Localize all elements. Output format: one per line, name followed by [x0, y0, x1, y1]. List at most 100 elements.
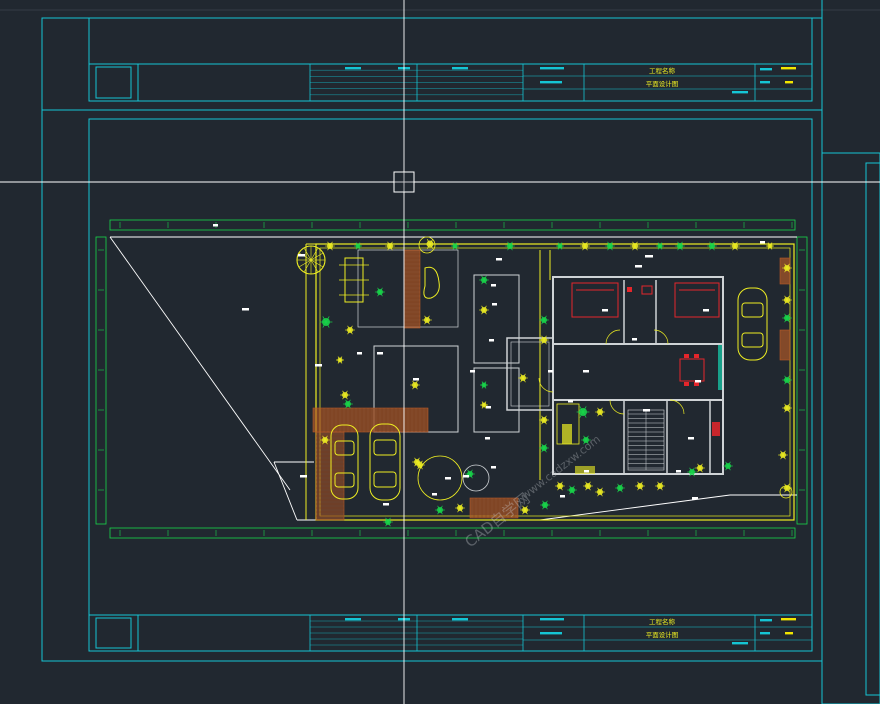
title-block-field: [345, 618, 361, 621]
plant-icon: [518, 373, 528, 383]
plant-icon: [730, 241, 740, 251]
plant-icon: [655, 481, 665, 491]
plant-icon: [479, 305, 489, 315]
bed-icon: [571, 282, 619, 318]
floor-plan: [95, 219, 808, 539]
room-label: [602, 309, 608, 312]
title-block-field: [760, 619, 772, 622]
plant-icon: [567, 485, 577, 495]
room-label: [315, 364, 322, 367]
plant-icon: [605, 241, 615, 251]
plant-icon: [539, 335, 549, 345]
interior-walls: [357, 249, 724, 475]
plant-icon: [556, 242, 564, 250]
tree-icon: [779, 485, 793, 499]
side-deck-mid: [779, 329, 791, 361]
left-dimension-strip: [95, 236, 107, 525]
patio-deck: [403, 249, 421, 329]
tree-icon: [296, 245, 326, 275]
plant-icon: [479, 275, 489, 285]
plant-icon: [687, 467, 697, 477]
plant-icon: [505, 241, 515, 251]
room-labels: [213, 224, 765, 506]
plant-icon: [455, 503, 465, 513]
garden-bed-top: [473, 274, 520, 364]
plant-icon: [410, 380, 420, 390]
drawing-title-label: 平面设计图: [646, 79, 679, 88]
room-label: [692, 497, 698, 500]
plant-icon: [424, 238, 436, 250]
title-block-frame: [88, 614, 813, 652]
plant-icon: [451, 242, 459, 250]
plant-icon: [615, 483, 625, 493]
title-block-field: [345, 67, 361, 70]
logo-box: [95, 617, 132, 649]
carport-pergola: [312, 407, 429, 433]
room-label: [645, 255, 653, 258]
pond: [423, 266, 440, 299]
title-block-field: [732, 91, 748, 94]
plant-icon: [656, 242, 664, 250]
room-label: [491, 466, 496, 469]
title-block-field: [452, 618, 468, 621]
room-label: [463, 475, 469, 478]
title-block-field: [781, 618, 796, 621]
room-label: [492, 303, 497, 306]
plant-icon: [778, 450, 788, 460]
plant-icon: [675, 241, 685, 251]
title-block-field: [732, 642, 748, 645]
yard-fence: [305, 243, 795, 521]
tv-cabinet: [718, 345, 722, 390]
plant-icon: [576, 406, 590, 418]
room-label: [643, 409, 650, 412]
room-label: [635, 265, 642, 268]
plant-icon: [480, 381, 488, 389]
plant-icon: [343, 399, 353, 409]
title-block-field: [785, 632, 793, 635]
room-label: [242, 308, 249, 311]
room-label: [584, 470, 589, 473]
room-label: [357, 352, 362, 355]
plant-icon: [782, 313, 792, 323]
room-label: [568, 400, 573, 403]
plant-icon: [422, 315, 432, 325]
entry-porch: [506, 337, 554, 411]
garden-bed-bottom: [473, 367, 520, 433]
car-icon: [330, 424, 359, 500]
plant-icon: [325, 241, 335, 251]
room-label: [470, 370, 475, 373]
parked-cars: [330, 287, 768, 501]
room-label: [583, 370, 589, 373]
cad-pickbox-cursor: [393, 171, 415, 193]
plant-icon: [520, 505, 530, 515]
room-label: [496, 258, 502, 261]
dining-table-icon: [339, 257, 369, 303]
bed-icon: [674, 282, 720, 318]
plant-icon: [580, 241, 590, 251]
plant-icon: [415, 460, 425, 470]
right-dimension-strip: [796, 236, 808, 525]
room-label: [213, 224, 218, 227]
plant-icon: [480, 401, 488, 409]
room-label: [377, 352, 383, 355]
plant-icon: [766, 242, 774, 250]
plant-icon: [340, 390, 350, 400]
room-label: [383, 503, 389, 506]
landscape-plants: [296, 236, 793, 527]
room-label: [695, 380, 701, 383]
plant-icon: [782, 295, 792, 305]
drawing-title-label: 平面设计图: [646, 630, 679, 639]
garden-circle: [417, 455, 463, 501]
title-block-field: [540, 81, 562, 84]
room-label: [432, 493, 437, 496]
plant-icon: [707, 241, 717, 251]
title-block-field: [540, 618, 564, 621]
plant-icon: [435, 505, 445, 515]
room-label: [300, 475, 307, 478]
plant-icon: [383, 517, 393, 527]
room-label: [760, 241, 765, 244]
room-label: [485, 437, 490, 440]
